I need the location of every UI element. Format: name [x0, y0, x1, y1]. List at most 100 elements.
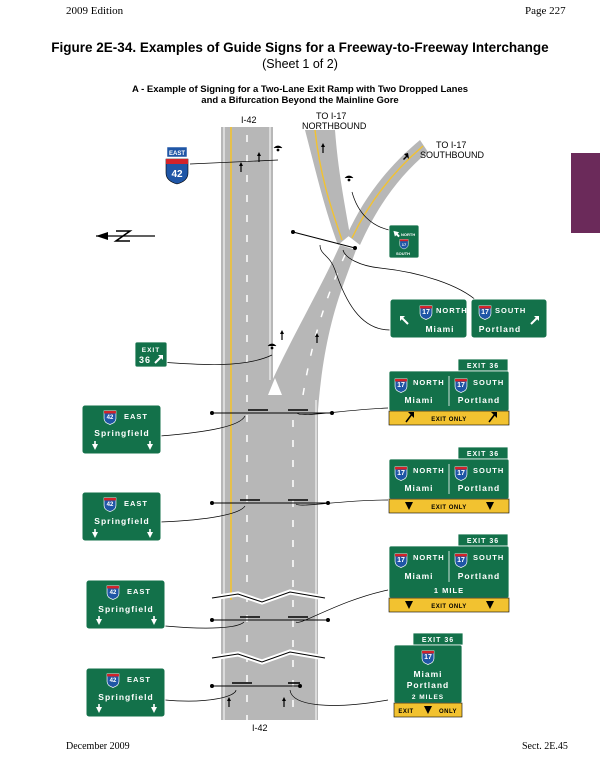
split-south-text: SOUTH — [495, 306, 526, 315]
sp3-direction: EAST — [127, 587, 151, 596]
ramp-road — [268, 245, 356, 720]
sp1-shield-number: 42 — [107, 415, 114, 421]
ov2-north: NORTH — [413, 466, 445, 475]
east-cardinal-text: EAST — [169, 151, 185, 157]
ov4-city2: Portland — [407, 680, 449, 690]
exit-gore-sign: EXIT 36 — [134, 341, 168, 368]
east-42-shield-marker: EAST 42 — [165, 146, 189, 185]
ov1-right-arrow-icon — [488, 413, 496, 423]
interstate-shield-icon — [165, 158, 189, 185]
nb-label-line2: NORTHBOUND — [302, 121, 367, 131]
ov1-exit-only: EXIT ONLY — [431, 417, 467, 423]
gore-sign-posts — [267, 145, 354, 350]
ov3-south: SOUTH — [473, 553, 504, 562]
ov4-city1: Miami — [413, 669, 442, 679]
footer-date: December 2009 — [66, 741, 130, 752]
nb-label-line1: TO I-17 — [316, 111, 346, 121]
sp4-direction: EAST — [127, 675, 151, 684]
leader-lines — [159, 159, 479, 706]
ov1-right-shield-number: 17 — [457, 382, 465, 389]
ov1-exit-tab: EXIT 36 — [467, 363, 499, 370]
ov3-left-shield-number: 17 — [397, 557, 405, 564]
sp1-city: Springfield — [94, 428, 149, 438]
ov2-left-city: Miami — [404, 483, 433, 493]
sb-label-line2: SOUTHBOUND — [420, 150, 485, 160]
ov1-right-city: Portland — [458, 395, 500, 405]
split-sign: 17 NORTH Miami 17 SOUTH Portland — [389, 298, 548, 339]
sp3-city: Springfield — [98, 604, 153, 614]
chapter-tab — [571, 153, 600, 233]
nb-pavement — [305, 130, 350, 245]
footer-section: Sect. 2E.45 — [522, 741, 568, 752]
ov3-right-down-arrow-icon — [486, 601, 494, 609]
ov2-south: SOUTH — [473, 466, 504, 475]
exit-gore-number: 36 — [139, 355, 151, 365]
ov4-distance: 2 MILES — [412, 694, 444, 701]
split-left-city: Miami — [425, 324, 454, 334]
sp1-direction: EAST — [124, 412, 148, 421]
sb-label-line1: TO I-17 — [436, 140, 466, 150]
ov3-north: NORTH — [413, 553, 445, 562]
i42-top-label: I-42 — [241, 115, 257, 125]
ov2-right-shield-number: 17 — [457, 470, 465, 477]
ov4-exit: EXIT — [398, 709, 413, 715]
gore-area — [268, 378, 282, 395]
springfield-sign-4: 42 EAST Springfield — [85, 667, 166, 718]
split-right-shield-number: 17 — [481, 309, 489, 316]
overhead-sign-4: EXIT 36 17 Miami Portland 2 MILES EXIT O… — [393, 632, 464, 718]
ov4-exit-tab: EXIT 36 — [422, 637, 454, 644]
sp2-direction: EAST — [124, 499, 148, 508]
ov2-left-shield-number: 17 — [397, 470, 405, 477]
springfield-sign-3: 42 EAST Springfield — [85, 579, 166, 630]
sp4-city: Springfield — [98, 692, 153, 702]
overhead-sign-1: EXIT 36 17 NORTH Miami 17 SOUTH Portland… — [388, 358, 510, 426]
north-arrow-icon — [96, 230, 155, 242]
small-south-text: SOUTH — [396, 251, 410, 256]
ov2-exit-tab: EXIT 36 — [467, 451, 499, 458]
overhead-sign-3: EXIT 36 17 NORTH Miami 17 SOUTH Portland… — [388, 533, 510, 613]
split-right-city: Portland — [479, 324, 521, 334]
sp3-shield-number: 42 — [110, 590, 117, 596]
ov2-right-down-arrow-icon — [486, 502, 494, 510]
ov3-exit-tab: EXIT 36 — [467, 538, 499, 545]
nb-connector — [305, 129, 350, 245]
sp4-shield-number: 42 — [110, 678, 117, 684]
ov1-north: NORTH — [413, 378, 445, 387]
ov3-exit-only: EXIT ONLY — [431, 604, 467, 610]
figure-subtitle: A - Example of Signing for a Two-Lane Ex… — [0, 84, 600, 106]
ov4-only: ONLY — [439, 709, 457, 715]
ov3-left-down-arrow-icon — [405, 601, 413, 609]
lane-arrows — [227, 143, 409, 707]
small-north-text: NORTH — [401, 232, 415, 237]
ov1-left-city: Miami — [404, 395, 433, 405]
ov2-left-down-arrow-icon — [405, 502, 413, 510]
split-north-text: NORTH — [436, 306, 468, 315]
ov4-down-arrow-icon — [424, 706, 432, 714]
figure-sheet: (Sheet 1 of 2) — [262, 57, 338, 71]
ov1-left-shield-number: 17 — [397, 382, 405, 389]
subtitle-line-1: A - Example of Signing for a Two-Lane Ex… — [131, 84, 469, 95]
i42-bottom-label: I-42 — [252, 723, 268, 733]
sp2-shield-number: 42 — [107, 502, 114, 508]
ov2-exit-only: EXIT ONLY — [431, 505, 467, 511]
ramp-pavement — [268, 245, 356, 720]
edition-label: 2009 Edition — [66, 5, 124, 17]
east-cardinal-plate — [166, 146, 188, 158]
springfield-sign-2: 42 EAST Springfield — [81, 491, 162, 542]
ov4-shield-number: 17 — [424, 654, 432, 661]
ov2-right-city: Portland — [458, 483, 500, 493]
ov3-distance: 1 MILE — [434, 586, 464, 595]
split-left-shield-number: 17 — [422, 309, 430, 316]
ov1-left-arrow-icon — [405, 413, 413, 423]
break-lines — [211, 589, 326, 665]
ov3-right-shield-number: 17 — [457, 557, 465, 564]
overhead-structures — [210, 230, 357, 688]
ov3-left-city: Miami — [404, 571, 433, 581]
figure-title: Figure 2E-34. Examples of Guide Signs fo… — [51, 40, 549, 55]
mainline-road — [221, 127, 273, 720]
sp2-city: Springfield — [94, 516, 149, 526]
ov1-south: SOUTH — [473, 378, 504, 387]
shield-number-text: 42 — [171, 169, 183, 180]
exit-gore-label: EXIT — [142, 347, 160, 354]
